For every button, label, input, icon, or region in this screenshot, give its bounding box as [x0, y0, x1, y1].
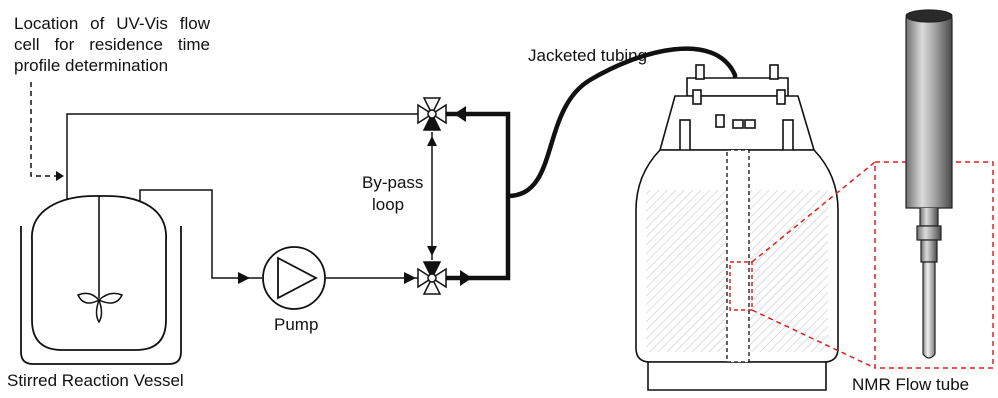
- nmr-magnet: [635, 64, 839, 391]
- impeller-icon: [76, 292, 124, 324]
- three-way-valve-icon: [417, 261, 447, 295]
- jacketed-tubing-label: Jacketed tubing: [528, 46, 648, 65]
- arrowhead-icon: [454, 106, 466, 122]
- pump-icon: [262, 246, 326, 310]
- three-way-valve-icon: [417, 97, 447, 131]
- pump-label: Pump: [274, 315, 319, 334]
- nmr-flow-tube: [905, 9, 953, 359]
- uvvis-note-label: Location of UV-Vis flow cell for residen…: [14, 14, 210, 75]
- bypass-line: [427, 132, 437, 260]
- bypass-label-line2: loop: [372, 195, 405, 214]
- jacketed-loop: [446, 46, 740, 283]
- reaction-vessel: [20, 195, 182, 365]
- arrowhead-icon: [460, 270, 472, 286]
- nmr-tube-label: NMR Flow tube: [852, 375, 970, 394]
- uvvis-pointer: [30, 82, 64, 181]
- bypass-label-line1: By-pass: [362, 173, 424, 192]
- vessel-label: Stirred Reaction Vessel: [7, 371, 184, 390]
- outlet-line: [139, 189, 418, 284]
